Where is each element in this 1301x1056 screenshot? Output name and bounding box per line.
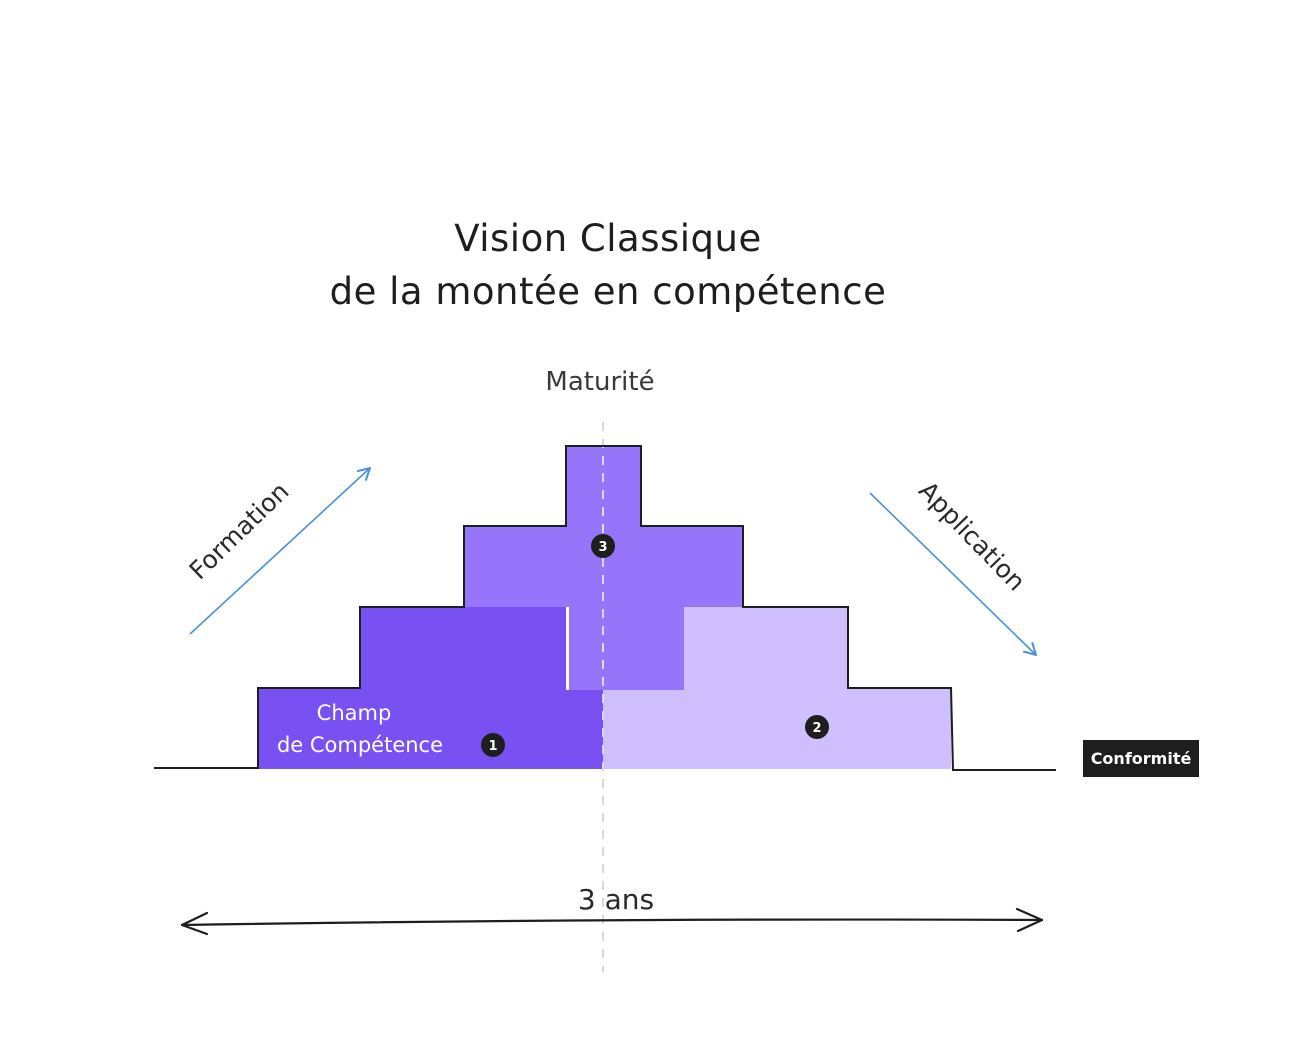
zone-3-peak	[464, 446, 743, 690]
duration-label: 3 ans	[578, 883, 654, 916]
application-arrow-icon	[869, 492, 1037, 656]
maturity-axis-label: Maturité	[545, 367, 654, 397]
badge-3: 3	[591, 534, 615, 558]
champ-label-line-2: de Compétence	[277, 733, 443, 757]
zone-1-competence-field	[258, 607, 603, 769]
conformite-label: Conformité	[1091, 749, 1192, 768]
conformite-tag: Conformité	[1083, 740, 1199, 777]
badge-2-text: 2	[812, 721, 821, 736]
formation-arrow-icon	[189, 467, 371, 635]
stepped-outline	[154, 445, 1056, 771]
diagram-title-line-2: de la montée en compétence	[330, 270, 887, 313]
formation-label: Formation	[184, 477, 295, 586]
double-headed-arrow-icon	[180, 907, 1044, 936]
zone-2-application	[603, 607, 951, 769]
badge-2: 2	[805, 715, 829, 739]
badge-3-text: 3	[598, 540, 607, 555]
champ-label-line-1: Champ	[317, 701, 392, 725]
application-label: Application	[913, 476, 1031, 597]
diagram-title-line-1: Vision Classique	[454, 217, 762, 260]
badge-1-text: 1	[488, 739, 497, 754]
badge-1: 1	[481, 733, 505, 757]
